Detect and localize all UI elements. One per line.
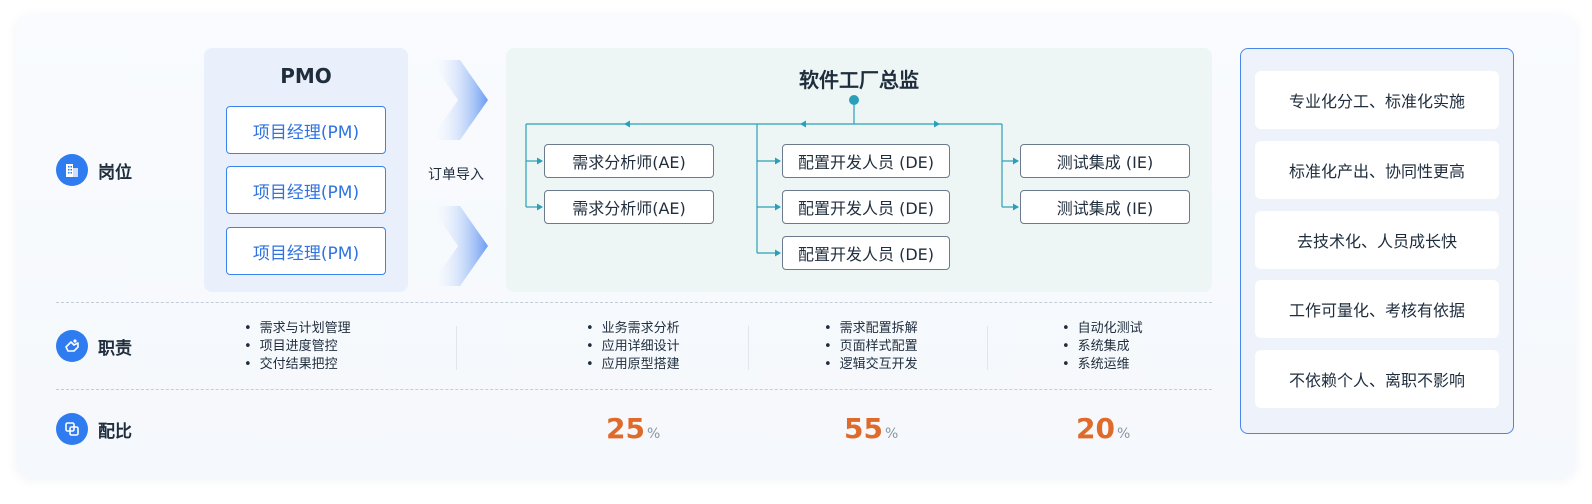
- duty-list-de: 需求配置拆解 页面样式配置 逻辑交互开发: [824, 320, 918, 374]
- ratio-unit: %: [646, 426, 661, 442]
- role-box-ae: 需求分析师(AE): [544, 144, 714, 178]
- benefits-panel: 专业化分工、标准化实施 标准化产出、协同性更高 去技术化、人员成长快 工作可量化…: [1240, 48, 1514, 434]
- pm-box: 项目经理(PM): [226, 106, 386, 154]
- benefit-item: 去技术化、人员成长快: [1255, 211, 1499, 269]
- chevron-arrow-icon: [430, 60, 488, 140]
- order-import-label: 订单导入: [428, 167, 484, 183]
- factory-director-title: 软件工厂总监: [799, 68, 919, 92]
- duty-item: 应用原型搭建: [586, 356, 680, 374]
- role-box-ae: 需求分析师(AE): [544, 190, 714, 224]
- overlap-squares-icon: [56, 413, 88, 445]
- ratio-value: 25: [606, 412, 645, 445]
- benefit-item: 不依赖个人、离职不影响: [1255, 350, 1499, 408]
- benefit-item: 专业化分工、标准化实施: [1255, 71, 1499, 129]
- row-label-duty: 职责: [56, 330, 132, 362]
- hand-icon: [56, 330, 88, 362]
- duty-item: 交付结果把控: [244, 356, 351, 374]
- row-label-ratio: 配比: [56, 413, 132, 445]
- ratio-value: 20: [1076, 412, 1115, 445]
- row-label-text: 配比: [98, 421, 132, 442]
- role-box-de: 配置开发人员 (DE): [782, 236, 950, 270]
- ratio-ae: 25 %: [606, 412, 660, 445]
- role-box-ie: 测试集成 (IE): [1020, 190, 1190, 224]
- duty-list-pm: 需求与计划管理 项目进度管控 交付结果把控: [244, 320, 351, 374]
- role-box-de: 配置开发人员 (DE): [782, 190, 950, 224]
- duty-item: 系统集成: [1062, 338, 1143, 356]
- row-divider: [56, 389, 1212, 390]
- row-label-position: 岗位: [56, 154, 132, 186]
- duty-item: 需求配置拆解: [824, 320, 918, 338]
- duty-item: 项目进度管控: [244, 338, 351, 356]
- benefit-item: 标准化产出、协同性更高: [1255, 141, 1499, 199]
- chevron-arrow-icon: [430, 206, 488, 286]
- column-divider: [748, 326, 749, 370]
- column-divider: [987, 326, 988, 370]
- pm-box: 项目经理(PM): [226, 227, 386, 275]
- ratio-unit: %: [1116, 426, 1131, 442]
- duty-item: 页面样式配置: [824, 338, 918, 356]
- pmo-panel: PMO 项目经理(PM) 项目经理(PM) 项目经理(PM): [204, 48, 408, 292]
- duty-item: 系统运维: [1062, 356, 1143, 374]
- ratio-value: 55: [844, 412, 883, 445]
- ratio-ie: 20 %: [1076, 412, 1130, 445]
- pmo-title: PMO: [280, 64, 332, 88]
- column-divider: [456, 326, 457, 370]
- row-label-text: 岗位: [98, 162, 132, 183]
- duty-item: 逻辑交互开发: [824, 356, 918, 374]
- duty-item: 业务需求分析: [586, 320, 680, 338]
- duty-list-ae: 业务需求分析 应用详细设计 应用原型搭建: [586, 320, 680, 374]
- duty-item: 自动化测试: [1062, 320, 1143, 338]
- duty-list-ie: 自动化测试 系统集成 系统运维: [1062, 320, 1143, 374]
- duty-item: 应用详细设计: [586, 338, 680, 356]
- benefit-item: 工作可量化、考核有依据: [1255, 280, 1499, 338]
- row-divider: [56, 302, 1212, 303]
- building-icon: [56, 154, 88, 186]
- duty-item: 需求与计划管理: [244, 320, 351, 338]
- role-box-de: 配置开发人员 (DE): [782, 144, 950, 178]
- row-label-text: 职责: [98, 338, 132, 359]
- ratio-unit: %: [884, 426, 899, 442]
- ratio-de: 55 %: [844, 412, 898, 445]
- role-box-ie: 测试集成 (IE): [1020, 144, 1190, 178]
- pm-box: 项目经理(PM): [226, 166, 386, 214]
